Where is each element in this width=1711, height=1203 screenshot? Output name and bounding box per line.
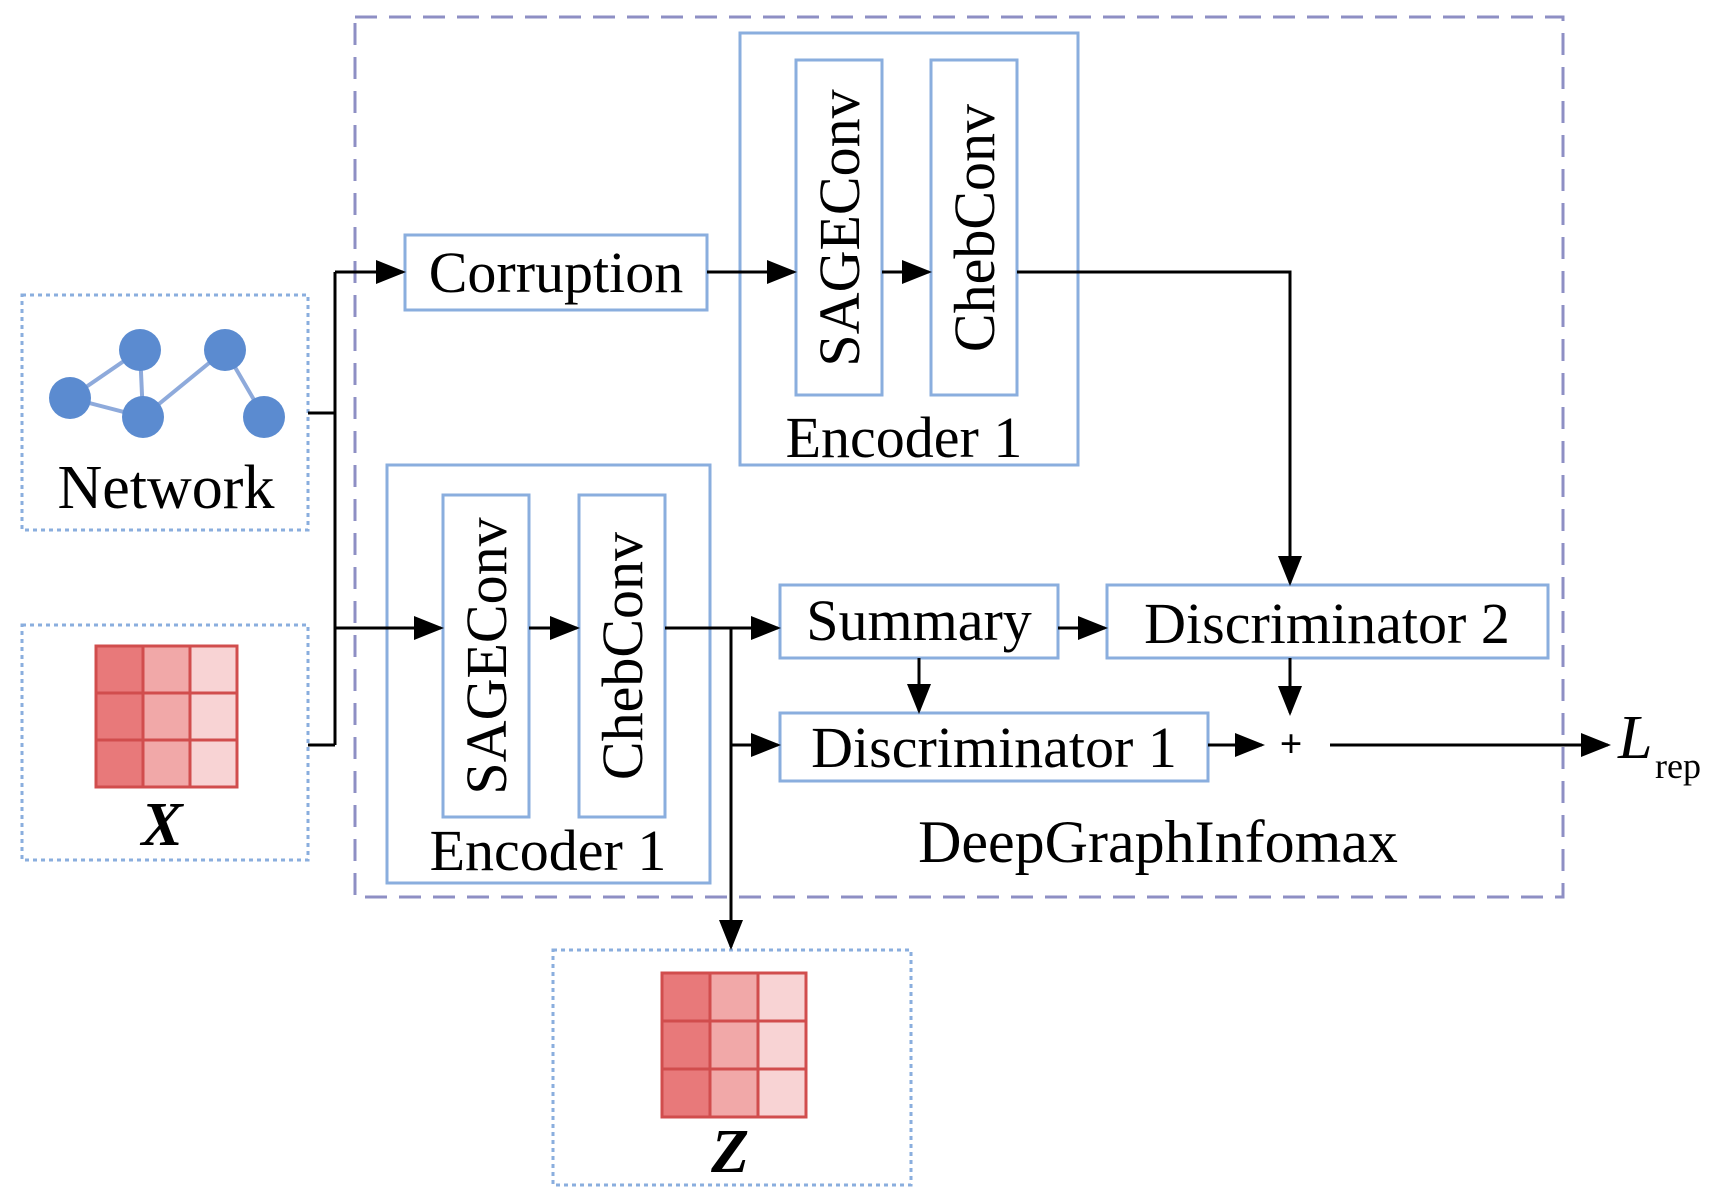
bottom-encoder: SAGEConv ChebConv Encoder 1 [385,463,712,885]
top-sageconv-block [794,58,884,397]
plus-junction: + [1280,721,1303,766]
discriminator1-label: Discriminator 1 [811,715,1177,780]
bottom-encoder-label: Encoder 1 [430,818,667,883]
network-label: Network [58,454,275,522]
top-encoder-label: Encoder 1 [786,405,1023,470]
top-sageconv-label: SAGEConv [807,89,872,366]
bottom-chebconv-label: ChebConv [590,532,655,780]
loss-symbol: L [1617,704,1652,772]
dgi-container [353,15,1565,899]
discriminator2-block: Discriminator 2 [1105,583,1550,660]
x-label: X [139,791,184,859]
bottom-sageconv-block [441,493,531,819]
x-input: X [20,623,310,862]
loss-subscript: rep [1655,746,1701,786]
z-output-frame [551,948,913,1187]
x-matrix-icon [94,644,239,789]
top-encoder: SAGEConv ChebConv Encoder 1 [738,31,1080,470]
z-output: Z [551,948,913,1187]
bottom-chebconv-block [577,493,667,819]
top-chebconv-block [929,58,1019,397]
corruption-label: Corruption [429,240,684,305]
connectors [308,260,1611,950]
z-matrix-icon [660,971,808,1119]
top-chebconv-label: ChebConv [942,104,1007,352]
summary-block: Summary [778,583,1060,660]
network-graph-icon [49,329,285,438]
corruption-block: Corruption [403,233,709,312]
discriminator1-block: Discriminator 1 [778,711,1210,783]
dgi-module-label: DeepGraphInfomax [918,809,1398,875]
loss-output: L rep [1617,704,1701,786]
discriminator2-label: Discriminator 2 [1144,591,1510,656]
z-label: Z [710,1118,749,1186]
x-input-frame [20,623,310,862]
network-input: Network [20,293,310,532]
summary-label: Summary [806,588,1032,653]
bottom-sageconv-label: SAGEConv [454,517,519,794]
